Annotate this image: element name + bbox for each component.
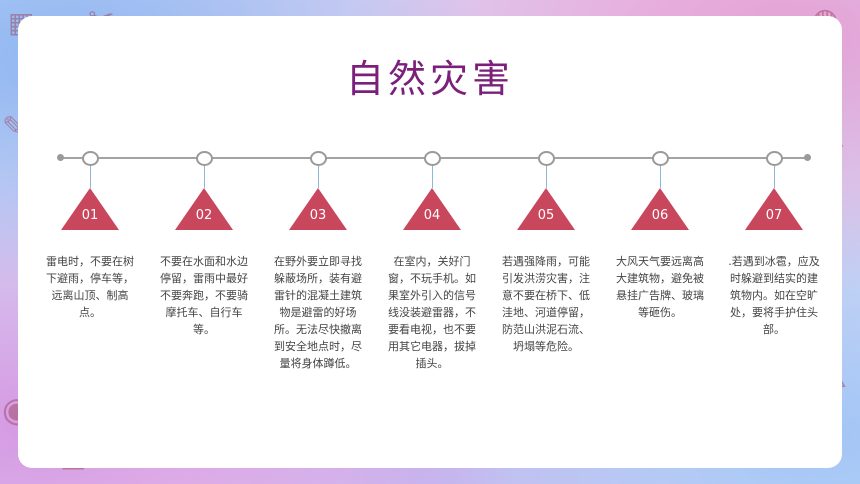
timeline-connector <box>774 166 775 188</box>
timeline-node <box>538 151 555 166</box>
page-title: 自然灾害 <box>345 57 514 101</box>
timeline-connector <box>660 166 661 188</box>
step-triangle-icon <box>175 188 233 230</box>
timeline-node <box>766 151 783 166</box>
step-triangle-icon <box>61 188 119 230</box>
timeline-connector <box>90 166 91 188</box>
step-description: 不要在水面和水边停留，雷雨中最好不要奔跑，不要骑摩托车、自行车等。 <box>160 255 248 336</box>
step-number: 06 <box>651 208 669 223</box>
step-description: 在野外要立即寻找躲蔽场所，装有避雷针的混凝土建筑物是避雷的好场所。无法尽快撤离到… <box>274 255 362 370</box>
timeline-connector <box>432 166 433 188</box>
timeline-connector <box>546 166 547 188</box>
timeline-connector <box>318 166 319 188</box>
step-number: 07 <box>765 208 783 223</box>
step-triangle-icon <box>745 188 803 230</box>
timeline-end-dot <box>804 154 811 161</box>
step-description: 大风天气要远离高大建筑物，避免被悬挂广告牌、玻璃等砸伤。 <box>616 255 704 319</box>
step-triangle-icon <box>403 188 461 230</box>
step-description: 雷电时，不要在树下避雨，停车等，远离山顶、制高点。 <box>46 255 134 319</box>
step-number: 05 <box>537 208 555 223</box>
content-card <box>18 16 842 468</box>
step-description: 若遇强降雨，可能引发洪涝灾害，注意不要在桥下、低洼地、河道停留，防范山洪泥石流、… <box>502 255 590 353</box>
step-description: .若遇到冰雹，应及时躲避到结实的建筑物内。如在空旷处，要将手护住头部。 <box>728 255 820 336</box>
step-number: 03 <box>309 208 327 223</box>
timeline-node <box>652 151 669 166</box>
timeline-node <box>196 151 213 166</box>
timeline-node <box>82 151 99 166</box>
timeline-connector <box>204 166 205 188</box>
step-triangle-icon <box>631 188 689 230</box>
timeline-node <box>310 151 327 166</box>
timeline-node <box>424 151 441 166</box>
timeline-start-dot <box>57 154 64 161</box>
step-triangle-icon <box>289 188 347 230</box>
step-description: 在室内，关好门窗，不玩手机。如果室外引入的信号线没装避雷器，不要看电视，也不要用… <box>388 255 476 370</box>
step-number: 02 <box>195 208 213 223</box>
step-number: 01 <box>81 208 99 223</box>
step-number: 04 <box>423 208 441 223</box>
step-triangle-icon <box>517 188 575 230</box>
